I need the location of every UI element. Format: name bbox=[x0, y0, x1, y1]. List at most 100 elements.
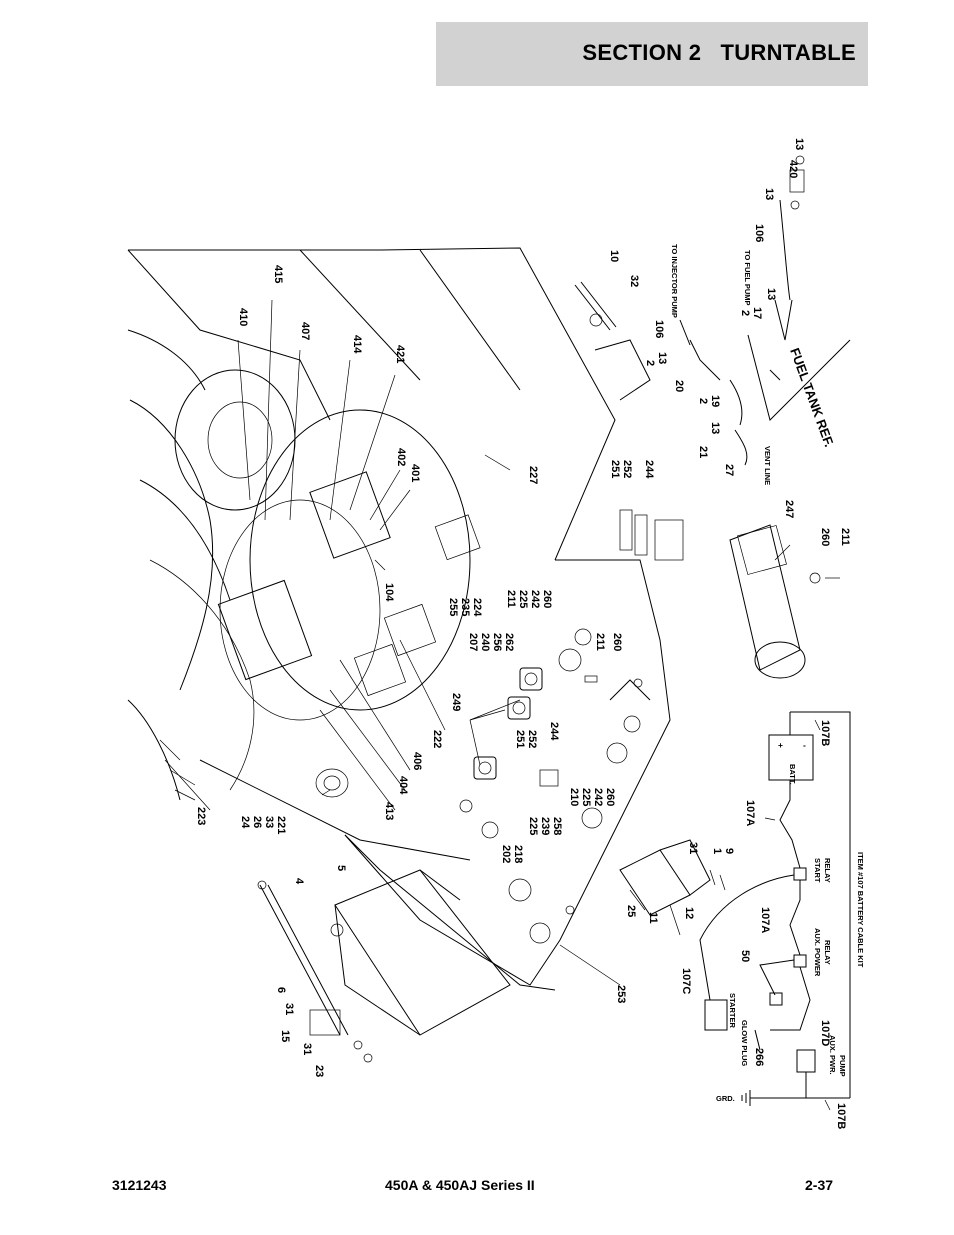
callout-260c: 260 bbox=[819, 528, 831, 546]
callout-27: 27 bbox=[723, 464, 735, 476]
doc-number: 3121243 bbox=[112, 1177, 167, 1193]
callout-107b-top: 107B bbox=[819, 720, 831, 746]
page-number: 2-37 bbox=[805, 1177, 834, 1193]
svg-text:START: START bbox=[813, 858, 822, 883]
callout-13b: 13 bbox=[709, 422, 721, 434]
svg-text:AUX. PWR.: AUX. PWR. bbox=[828, 1035, 837, 1075]
svg-text:224: 224 bbox=[471, 598, 483, 617]
svg-text:225: 225 bbox=[580, 788, 592, 806]
starter-label: STARTER bbox=[728, 993, 737, 1028]
callout-253: 253 bbox=[615, 985, 627, 1003]
callout-5: 5 bbox=[335, 865, 347, 871]
callout-223: 223 bbox=[195, 807, 207, 825]
svg-text:221: 221 bbox=[275, 816, 287, 834]
callout-266: 266 bbox=[753, 1048, 765, 1066]
callout-414: 414 bbox=[351, 335, 363, 354]
callout-31a: 31 bbox=[283, 1003, 295, 1015]
svg-text:240: 240 bbox=[479, 633, 491, 651]
svg-text:225: 225 bbox=[517, 590, 529, 608]
svg-text:AUX. POWER: AUX. POWER bbox=[813, 928, 822, 977]
svg-text:RELAY: RELAY bbox=[823, 858, 832, 883]
battery-symbol bbox=[768, 734, 814, 781]
svg-text:235: 235 bbox=[459, 598, 471, 616]
callout-20: 20 bbox=[673, 380, 685, 392]
callout-107d: 107D bbox=[819, 1020, 831, 1046]
callout-13a: 13 bbox=[656, 352, 668, 364]
batt-label: BATT. bbox=[788, 764, 797, 785]
callout-31c: 31 bbox=[687, 842, 699, 854]
svg-text:242: 242 bbox=[529, 590, 541, 608]
callout-404: 404 bbox=[397, 776, 409, 795]
callout-406: 406 bbox=[411, 752, 423, 770]
svg-text:260: 260 bbox=[541, 590, 553, 608]
callout-107a-2: 107A bbox=[759, 907, 771, 933]
svg-text:26: 26 bbox=[251, 816, 263, 828]
callout-12: 12 bbox=[683, 907, 695, 919]
callout-104: 104 bbox=[383, 583, 395, 602]
callout-15: 15 bbox=[279, 1030, 291, 1042]
callout-211b: 211 bbox=[594, 633, 606, 651]
glow-plug-label: GLOW PLUG bbox=[740, 1020, 749, 1066]
callout-244-top: 244 bbox=[643, 460, 655, 479]
engine-assembly-drawing bbox=[127, 247, 616, 861]
callout-25: 25 bbox=[625, 905, 637, 917]
callout-407: 407 bbox=[299, 322, 311, 340]
callout-19: 19 bbox=[709, 395, 721, 407]
svg-text:33: 33 bbox=[263, 816, 275, 828]
callout-6: 6 bbox=[275, 987, 287, 993]
callout-401: 401 bbox=[409, 464, 421, 482]
svg-text:210: 210 bbox=[568, 788, 580, 806]
callout-21: 21 bbox=[697, 446, 709, 458]
callout-260b: 260 bbox=[611, 633, 623, 651]
leader-lines bbox=[164, 299, 791, 986]
svg-text:207: 207 bbox=[467, 633, 479, 651]
svg-text:225: 225 bbox=[527, 817, 539, 835]
callout-50: 50 bbox=[739, 950, 751, 962]
starter-symbol bbox=[704, 999, 728, 1031]
battery-cable-schematic: BATT. + - START RELAY AUX. POWER RELAY S… bbox=[680, 711, 865, 1129]
callout-32: 32 bbox=[628, 275, 640, 287]
svg-text:211: 211 bbox=[505, 590, 517, 608]
callout-252: 252 bbox=[621, 460, 633, 478]
callout-249: 249 bbox=[450, 693, 462, 711]
callout-23: 23 bbox=[313, 1065, 325, 1077]
callout-244: 244 bbox=[548, 722, 560, 741]
callout-255: 255 bbox=[447, 598, 459, 616]
callout-1: 1 bbox=[711, 848, 723, 854]
callout-numbers: 410 415 407 414 421 402 401 227 104 255 … bbox=[195, 138, 851, 1077]
svg-text:252: 252 bbox=[526, 730, 538, 748]
vent-line-label: VENT LINE bbox=[763, 446, 772, 485]
batt-plus: + bbox=[778, 740, 783, 750]
fuel-line-drawing bbox=[574, 155, 851, 466]
callout-31b: 31 bbox=[301, 1043, 313, 1055]
callout-2b: 2 bbox=[697, 398, 709, 404]
section-title: SECTION 2 TURNTABLE bbox=[582, 40, 856, 65]
callout-410: 410 bbox=[237, 308, 249, 326]
fuel-tank-ref-label: FUEL TANK REF. bbox=[787, 346, 837, 449]
callout-413: 413 bbox=[383, 802, 395, 820]
svg-text:202: 202 bbox=[500, 845, 512, 863]
callout-107a-1: 107A bbox=[744, 800, 756, 826]
batt-minus: - bbox=[803, 740, 806, 750]
battery-cable-kit-caption: ITEM #107 BATTERY CABLE KIT bbox=[856, 852, 865, 968]
callout-402: 402 bbox=[395, 448, 407, 466]
to-injector-pump-label: TO INJECTOR PUMP bbox=[670, 244, 679, 318]
callout-421: 421 bbox=[394, 345, 406, 363]
callout-251: 251 bbox=[609, 460, 621, 478]
callout-106a: 106 bbox=[653, 320, 665, 338]
callout-227: 227 bbox=[527, 466, 539, 484]
aux-pump-symbol bbox=[796, 1049, 816, 1073]
svg-text:242: 242 bbox=[592, 788, 604, 806]
spacer-blocks-drawing bbox=[619, 509, 684, 561]
svg-text:RELAY: RELAY bbox=[823, 940, 832, 965]
callout-13c: 13 bbox=[765, 288, 777, 300]
callout-415: 415 bbox=[272, 265, 284, 283]
battery-box-drawing bbox=[257, 869, 511, 1063]
callout-247: 247 bbox=[783, 500, 795, 518]
svg-text:260: 260 bbox=[604, 788, 616, 806]
mounting-plate bbox=[344, 559, 671, 991]
bracket-drawing bbox=[619, 839, 726, 916]
callout-13e: 13 bbox=[793, 138, 805, 150]
start-relay-symbol bbox=[793, 867, 807, 881]
